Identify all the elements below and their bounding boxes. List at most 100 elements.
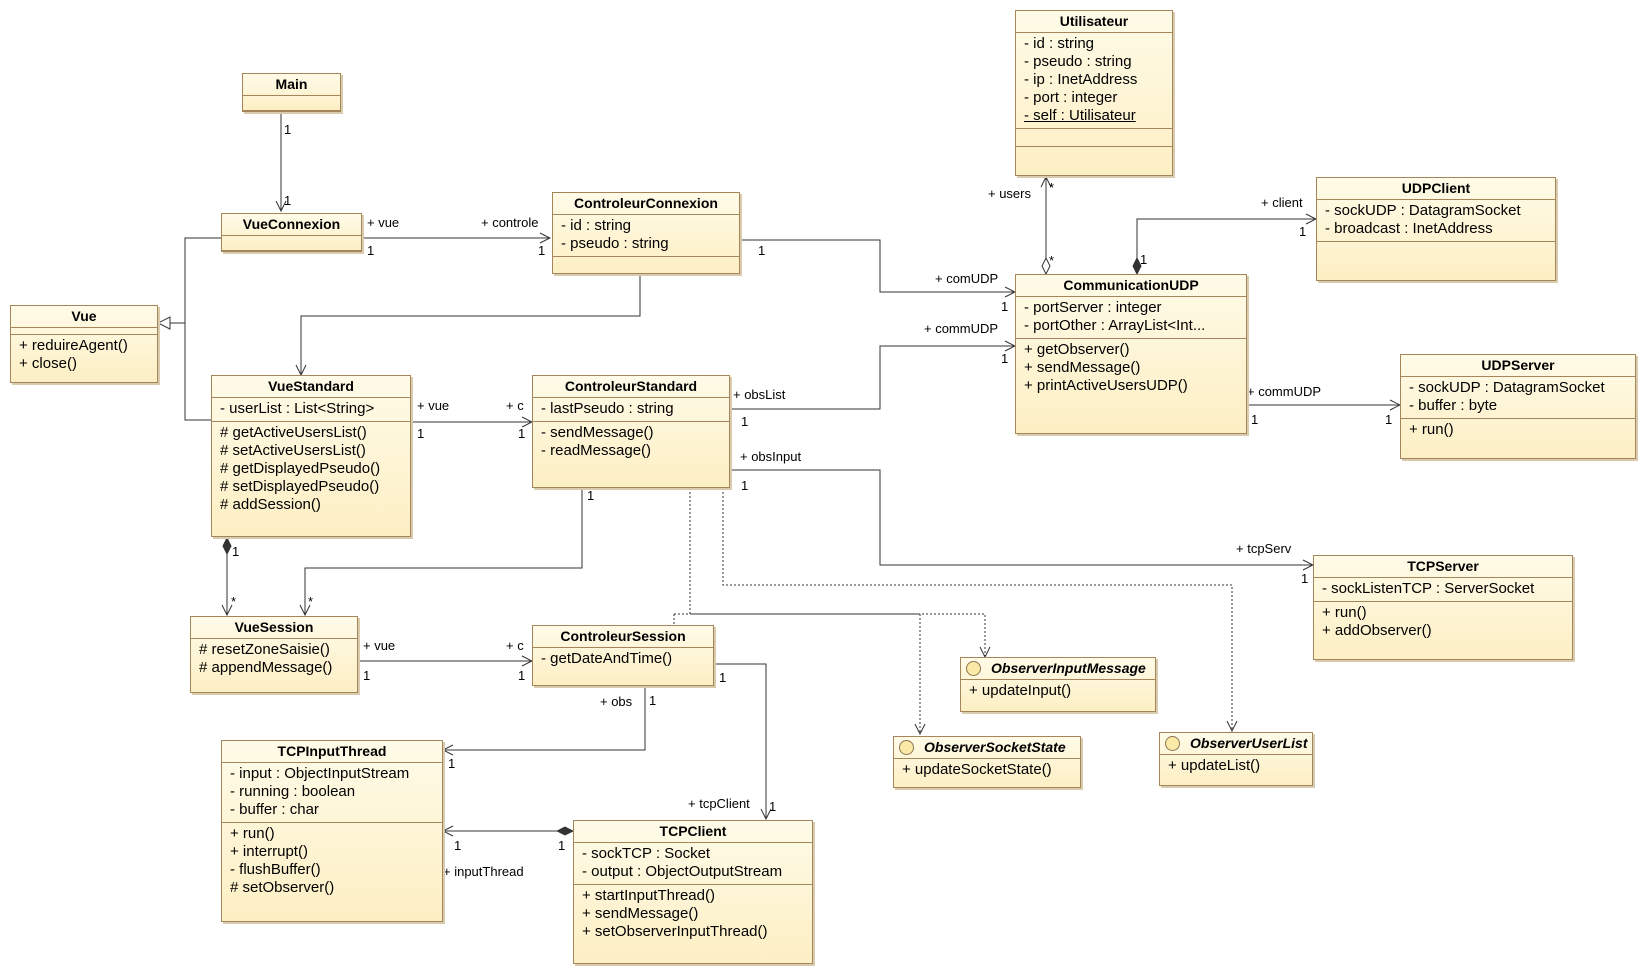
attribute: - id : string — [1024, 35, 1095, 52]
operation: # addSession() — [220, 496, 321, 513]
attributes: - sockUDP : DatagramSocket - broadcast :… — [1317, 200, 1555, 242]
operations: + updateList() — [1160, 755, 1312, 778]
class-controleurconnexion: ControleurConnexion - id : string - pseu… — [552, 192, 740, 274]
edge-label-obsinput-role: + obsInput — [740, 449, 801, 464]
edge-label-csess-mult-right: 1 — [719, 670, 726, 685]
operation: # getActiveUsersList() — [220, 424, 367, 441]
attribute: - sockUDP : DatagramSocket — [1409, 379, 1605, 396]
edge-label-vc-mult-1: 1 — [367, 243, 374, 258]
dep-controleurstandard-observersocketstate — [689, 488, 920, 734]
edge-vueconnexion-vue — [158, 237, 221, 323]
edge-label-vstd-comp-mult: 1 — [232, 544, 239, 559]
attribute: - output : ObjectOutputStream — [582, 863, 783, 880]
edge-label-cudp-client-mult: 1 — [1140, 252, 1147, 267]
operation: + run() — [1322, 604, 1367, 621]
edge-label-cstd-mult-down: 1 — [587, 488, 594, 503]
class-name: VueSession — [191, 617, 357, 639]
edge-label-main-mult: 1 — [284, 122, 291, 137]
operations: # getActiveUsersList() # setActiveUsersL… — [212, 422, 410, 517]
class-name: CommunicationUDP — [1016, 275, 1246, 297]
edge-label-vc-vue: + vue — [367, 215, 399, 230]
edge-label-client-mult: 1 — [1299, 224, 1306, 239]
operations: - getDateAndTime() — [533, 648, 713, 671]
edge-label-udps-mult-right: 1 — [1385, 412, 1392, 427]
edge-label-commudp-mult: 1 — [1001, 351, 1008, 366]
class-name: ObserverUserList — [1190, 735, 1308, 751]
operation: # appendMessage() — [199, 659, 333, 676]
attribute: - input : ObjectInputStream — [230, 765, 410, 782]
class-name: Main — [243, 74, 340, 96]
operation: + run() — [230, 825, 275, 842]
interface-circle-icon — [966, 661, 981, 676]
edge-controleurstandard-communicationudp — [730, 346, 1015, 410]
class-name: ObserverSocketState — [924, 739, 1066, 755]
dep-controleursession-observerinputmessage — [674, 613, 985, 657]
attributes: - id : string - pseudo : string — [553, 215, 739, 257]
edge-label-obs-mult: 1 — [649, 693, 656, 708]
class-controleursession: ControleurSession - getDateAndTime() — [532, 625, 714, 686]
edge-label-inputthread-role: + inputThread — [443, 864, 524, 879]
operation: + sendMessage() — [1024, 359, 1141, 376]
operation: # setDisplayedPseudo() — [220, 478, 380, 495]
operation: - flushBuffer() — [230, 861, 321, 878]
attribute: - userList : List<String> — [220, 400, 375, 417]
class-tcpclient: TCPClient - sockTCP : Socket - output : … — [573, 820, 813, 964]
edge-label-cc-mult-right: 1 — [758, 243, 765, 258]
class-controleurstandard: ControleurStandard - lastPseudo : string… — [532, 375, 730, 488]
class-name: ObserverInputMessage — [991, 660, 1146, 676]
operations: - sendMessage() - readMessage() — [533, 422, 729, 463]
attribute-static: - self : Utilisateur — [1024, 107, 1136, 124]
edge-label-vs-vue: + vue — [417, 398, 449, 413]
operation: + updateSocketState() — [902, 761, 1052, 778]
edge-controleursession-tcpinputthread — [443, 686, 646, 750]
class-vueconnexion: VueConnexion — [221, 213, 362, 252]
class-name: VueConnexion — [222, 214, 361, 236]
attribute: - portOther : ArrayList<Int... — [1024, 317, 1206, 334]
attribute: - sockUDP : DatagramSocket — [1325, 202, 1521, 219]
class-vuesession: VueSession # resetZoneSaisie() # appendM… — [190, 616, 358, 693]
edge-label-obslist-mult: 1 — [741, 414, 748, 429]
edge-controleurconnexion-communicationudp — [740, 239, 1015, 292]
operation: # setObserver() — [230, 879, 335, 896]
class-vue: Vue + reduireAgent() + close() — [10, 305, 158, 383]
attributes: - sockUDP : DatagramSocket - buffer : by… — [1401, 377, 1635, 419]
edge-label-vc-mult-top: 1 — [284, 193, 291, 208]
edge-label-users-role: + users — [988, 186, 1031, 201]
operation: - getDateAndTime() — [541, 650, 673, 667]
class-name: Utilisateur — [1016, 11, 1172, 33]
class-name: UDPClient — [1317, 178, 1555, 200]
edge-label-cc-controle: + controle — [481, 215, 538, 230]
edge-label-obsinput-mult: 1 — [741, 478, 748, 493]
operations: + reduireAgent() + close() — [11, 335, 157, 376]
edge-label-cs-mult-1: 1 — [518, 426, 525, 441]
operation: # setActiveUsersList() — [220, 442, 366, 459]
operation: # resetZoneSaisie() — [199, 641, 330, 658]
edge-label-tcpclient-mult: 1 — [769, 799, 776, 814]
operation: + updateList() — [1168, 757, 1261, 774]
attribute: - pseudo : string — [1024, 53, 1132, 70]
edge-label-users-star2: * — [1049, 253, 1054, 268]
operation: + setObserverInputThread() — [582, 923, 768, 940]
interface-observerinputmessage: ObserverInputMessage + updateInput() — [960, 657, 1156, 712]
class-tcpserver: TCPServer - sockListenTCP : ServerSocket… — [1313, 555, 1573, 660]
interface-circle-icon — [1165, 736, 1180, 751]
operations: + run() — [1401, 419, 1635, 442]
operations: + updateSocketState() — [894, 759, 1080, 782]
attribute: - id : string — [561, 217, 632, 234]
edge-label-tcpserv-role: + tcpServ — [1236, 541, 1292, 556]
class-utilisateur: Utilisateur - id : string - pseudo : str… — [1015, 10, 1173, 176]
class-vuestandard: VueStandard - userList : List<String> # … — [211, 375, 411, 537]
attribute: - sockListenTCP : ServerSocket — [1322, 580, 1535, 597]
operations: + updateInput() — [961, 680, 1155, 703]
class-main: Main — [242, 73, 341, 112]
operation: # getDisplayedPseudo() — [220, 460, 381, 477]
class-udpclient: UDPClient - sockUDP : DatagramSocket - b… — [1316, 177, 1556, 281]
edge-label-tcpserv-mult: 1 — [1301, 571, 1308, 586]
class-name: ControleurSession — [533, 626, 713, 648]
edge-label-it-mult-right: 1 — [558, 838, 565, 853]
attribute: - portServer : integer — [1024, 299, 1162, 316]
attribute: - pseudo : string — [561, 235, 669, 252]
edge-vuestandard-vue — [184, 323, 211, 421]
attribute: - running : boolean — [230, 783, 356, 800]
